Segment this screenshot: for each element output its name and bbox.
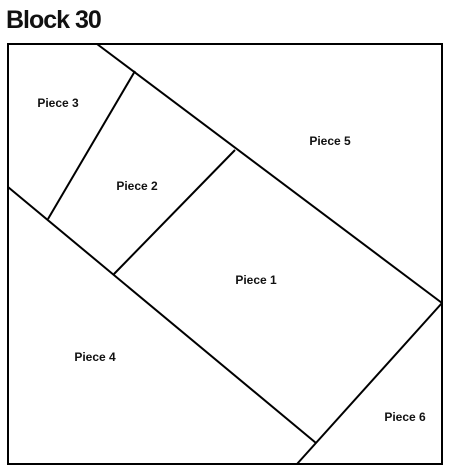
piece-5-label: Piece 5 [309,134,351,148]
band-upper-edge [96,43,443,304]
divider-piece2-piece1 [113,149,236,275]
divider-piece3-piece2 [47,70,136,220]
piece-3-label: Piece 3 [37,96,79,110]
piece-1-label: Piece 1 [235,273,277,287]
piece-2-label: Piece 2 [116,179,158,193]
piece-4-label: Piece 4 [74,350,116,364]
block-border [7,43,443,465]
divider-piece1-piece6 [296,302,443,465]
band-lower-edge [7,186,317,444]
piece-6-label: Piece 6 [384,410,426,424]
block-title: Block 30 [6,6,102,34]
